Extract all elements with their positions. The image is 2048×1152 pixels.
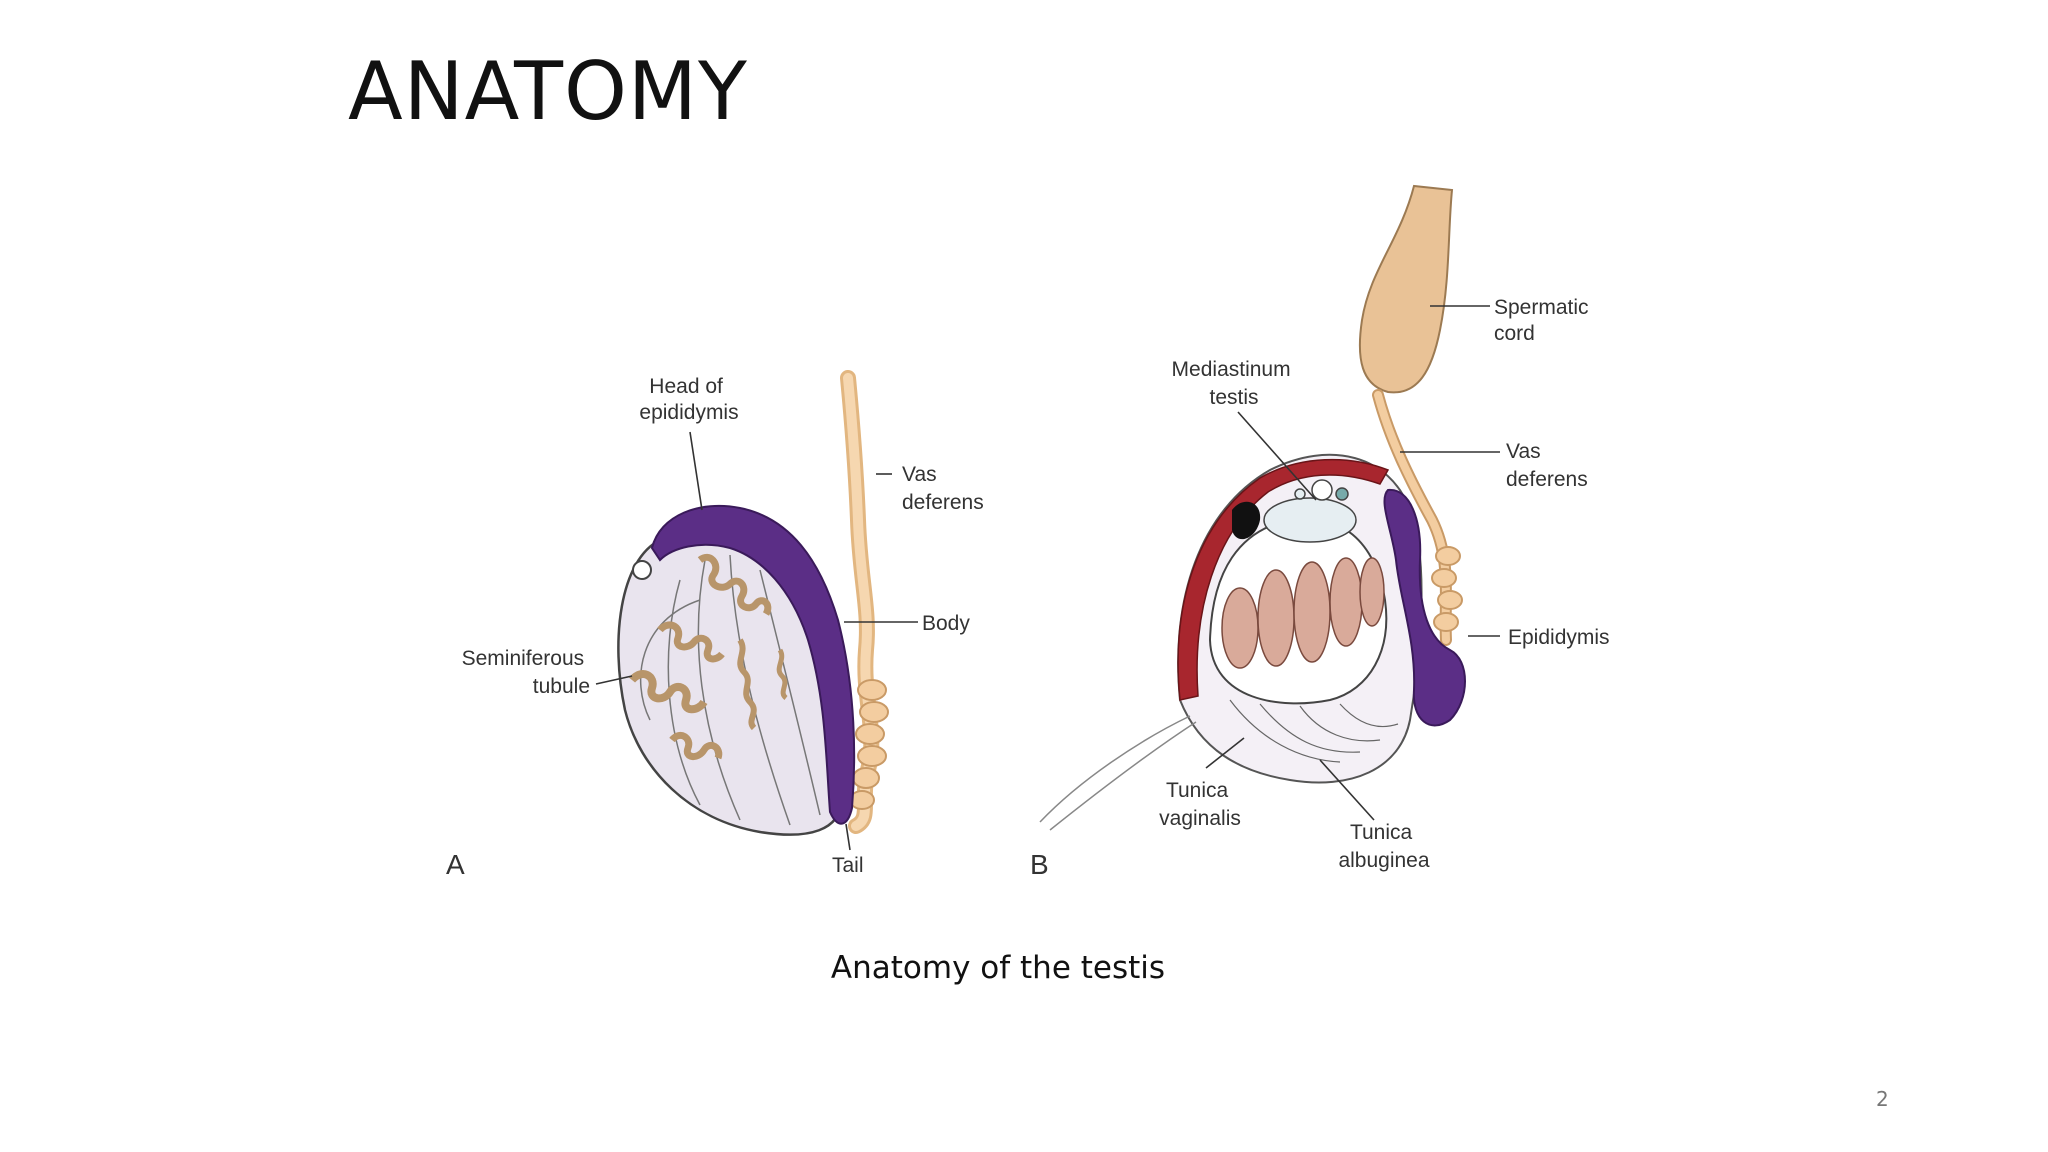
leader-seminiferous-tubule (595, 675, 633, 685)
panel-a-epididymis (650, 504, 856, 825)
label-body: Body (922, 612, 970, 635)
label-tunica-albuginea: Tunica albuginea (1338, 821, 1429, 872)
label-tunica-vaginalis: Tunica vaginalis (1159, 779, 1241, 830)
panel-b-illustration (1039, 184, 1500, 831)
label-epididymis: Epididymis (1508, 626, 1610, 649)
slide-title: ANATOMY (348, 45, 748, 138)
leader-tunica-albuginea (1319, 759, 1375, 821)
leader-tail (845, 823, 851, 851)
panel-b-tunica-albuginea (1177, 458, 1390, 701)
figure-caption: Anatomy of the testis (830, 950, 1166, 986)
label-vas-deferens-a: Vas deferens (902, 463, 984, 514)
leader-mediastinum-testis (1237, 411, 1317, 501)
panel-b-spermatic-cord (1358, 184, 1454, 394)
panel-a-illustration (595, 370, 918, 851)
label-mediastinum-testis: Mediastinum testis (1172, 358, 1297, 409)
panel-b-epididymis (1383, 488, 1466, 727)
panel-a-letter: A (446, 849, 465, 880)
label-head-epididymis: Head of epididymis (639, 375, 738, 424)
leader-tunica-vaginalis (1205, 737, 1245, 769)
label-seminiferous-tubule: Seminiferous tubule (462, 647, 590, 698)
label-vas-deferens-b: Vas deferens (1506, 440, 1588, 491)
page-number: 2 (1876, 1087, 1889, 1111)
leader-head-epididymis (689, 431, 703, 511)
label-spermatic-cord: Spermatic cord (1494, 296, 1594, 345)
panel-b-letter: B (1030, 849, 1049, 880)
label-tail: Tail (832, 854, 864, 877)
